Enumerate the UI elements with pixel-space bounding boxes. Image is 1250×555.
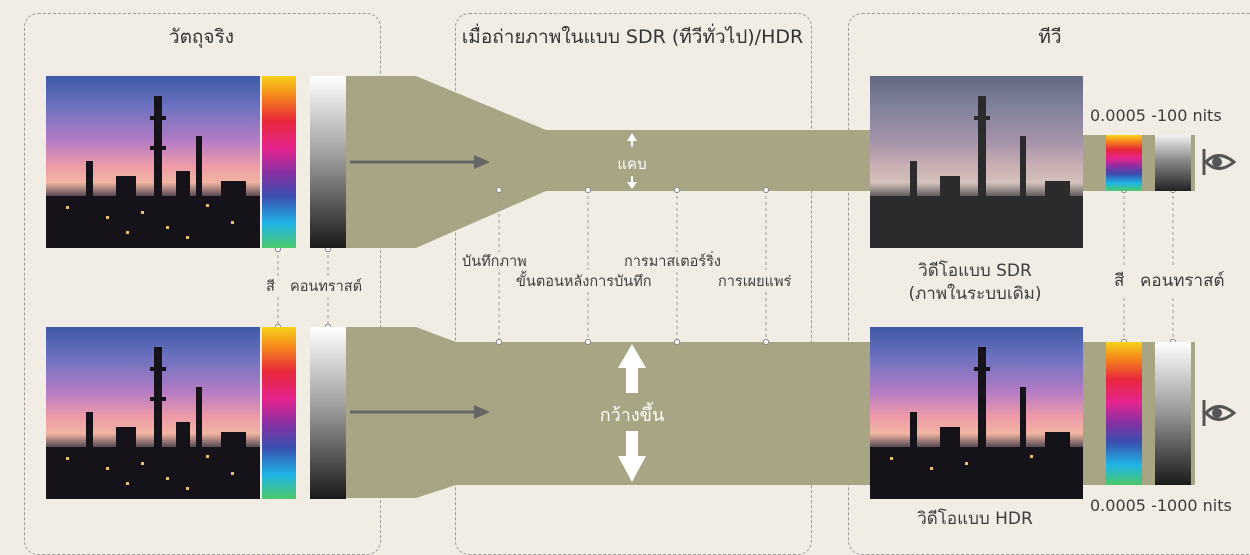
- mastering-label: การมาสเตอร์ริ่ง: [624, 254, 721, 270]
- color-gamut-bar-bottom: [262, 327, 296, 499]
- color-gamut-bar-top: [262, 76, 296, 248]
- sdr-nits-range: 0.0005 -100 nits: [1090, 106, 1222, 125]
- hdr-band: [345, 327, 870, 498]
- wide-arrows: [618, 344, 646, 482]
- hdr-video-photo: [870, 327, 1083, 499]
- narrow-label: แคบ: [617, 155, 647, 173]
- leader-dot: [584, 186, 592, 194]
- sdr-video-photo: [870, 76, 1083, 248]
- distribution-label: การเผยแพร่: [718, 274, 792, 290]
- color-label-right: สี: [1114, 271, 1125, 291]
- refinery-silhouette: [46, 347, 260, 499]
- wide-label: กว้างขึ้น: [599, 405, 665, 426]
- capture-title: เมื่อถ่ายภาพในแบบ SDR (ทีวีทั่วไป)/HDR: [461, 26, 804, 48]
- hdr-color-bar: [1106, 342, 1142, 485]
- hdr-flow-arrow: [350, 405, 490, 419]
- leader-dot: [673, 186, 681, 194]
- sdr-video-title: วิดีโอแบบ SDR: [918, 261, 1032, 281]
- eye-icon: [1202, 149, 1236, 175]
- capture-stage-label: บันทึกภาพ: [462, 254, 527, 270]
- tv-title: ทีวี: [1038, 26, 1062, 48]
- contrast-label-left: คอนทราสต์: [290, 279, 363, 295]
- contrast-bar-bottom: [310, 327, 346, 499]
- leader-dot: [495, 338, 503, 346]
- leader-dot: [762, 186, 770, 194]
- sdr-band: [345, 76, 870, 248]
- leader-dot: [495, 186, 503, 194]
- leader-dot: [762, 338, 770, 346]
- refinery-silhouette: [46, 96, 260, 248]
- sdr-video-label: วิดีโอแบบ SDR (ภาพในระบบเดิม): [880, 260, 1070, 306]
- color-label-left: สี: [266, 279, 275, 295]
- real-object-title: วัตถุจริง: [168, 26, 235, 48]
- hdr-contrast-bar: [1155, 342, 1191, 485]
- hdr-video-label: วิดีโอแบบ HDR: [917, 509, 1033, 529]
- leader-dot: [584, 338, 592, 346]
- sdr-contrast-bar: [1155, 135, 1191, 191]
- sdr-video-subtitle: (ภาพในระบบเดิม): [908, 284, 1042, 304]
- real-object-photo-top: [46, 76, 260, 248]
- hdr-nits-range: 0.0005 -1000 nits: [1090, 496, 1232, 515]
- narrow-arrows: [627, 133, 637, 189]
- post-production-label: ขั้นตอนหลังการบันทึก: [516, 274, 652, 290]
- contrast-bar-top: [310, 76, 346, 248]
- eye-icon: [1202, 400, 1236, 426]
- leader-dot: [673, 338, 681, 346]
- real-object-photo-bottom: [46, 327, 260, 499]
- sdr-color-bar: [1106, 135, 1142, 191]
- contrast-label-right: คอนทราสต์: [1140, 271, 1225, 291]
- refinery-silhouette: [870, 96, 1083, 248]
- refinery-silhouette: [870, 347, 1083, 499]
- sdr-flow-arrow: [350, 155, 490, 169]
